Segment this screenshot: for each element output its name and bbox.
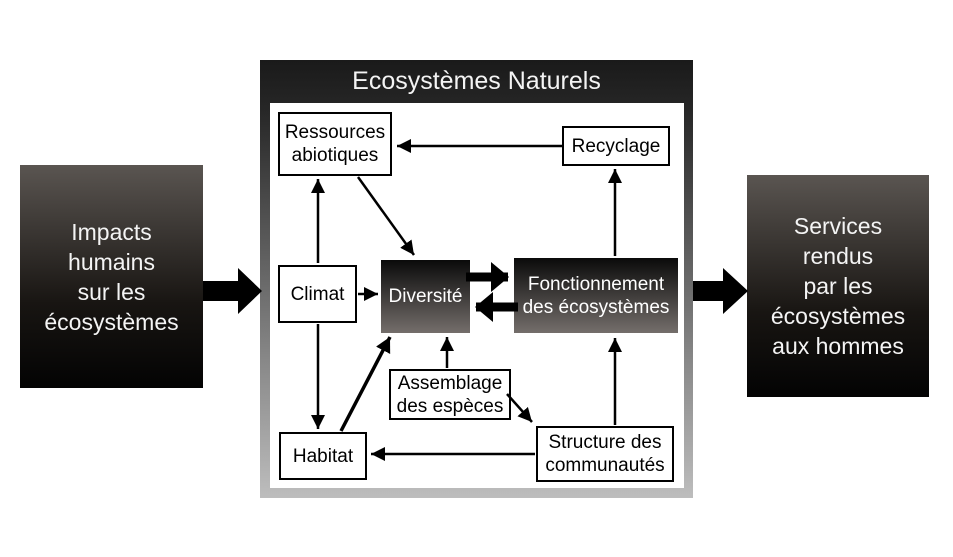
node-ressources-abiotiques-label: Ressources abiotiques <box>284 122 386 166</box>
node-structure-communautes-label: Structure des communautés <box>545 432 665 476</box>
node-diversite: Diversité <box>381 260 470 333</box>
node-recyclage-label: Recyclage <box>571 135 661 157</box>
services-rendus-box: Services rendus par les écosystèmes aux … <box>747 175 929 397</box>
node-habitat-label: Habitat <box>292 445 354 467</box>
impacts-humains-label: Impacts humains sur les écosystèmes <box>44 218 179 335</box>
node-fonctionnement-ecosystemes: Fonctionnement des écosystèmes <box>514 258 678 333</box>
node-recyclage: Recyclage <box>562 126 670 166</box>
arrow-impacts-to-ecosystemes <box>203 268 262 314</box>
node-fonctionnement-ecosystemes-label: Fonctionnement des écosystèmes <box>522 273 670 318</box>
node-ressources-abiotiques: Ressources abiotiques <box>278 112 392 176</box>
node-climat: Climat <box>278 265 357 323</box>
node-assemblage-especes-label: Assemblage des espèces <box>396 372 504 417</box>
node-assemblage-especes: Assemblage des espèces <box>389 369 511 420</box>
impacts-humains-box: Impacts humains sur les écosystèmes <box>20 165 203 388</box>
arrow-ecosystemes-to-services <box>693 268 748 314</box>
node-climat-label: Climat <box>290 283 345 305</box>
services-rendus-label: Services rendus par les écosystèmes aux … <box>770 213 906 359</box>
ecosystemes-naturels-title: Ecosystèmes Naturels <box>352 67 601 95</box>
node-habitat: Habitat <box>279 432 367 480</box>
node-diversite-label: Diversité <box>388 286 463 307</box>
node-structure-communautes: Structure des communautés <box>536 426 674 482</box>
